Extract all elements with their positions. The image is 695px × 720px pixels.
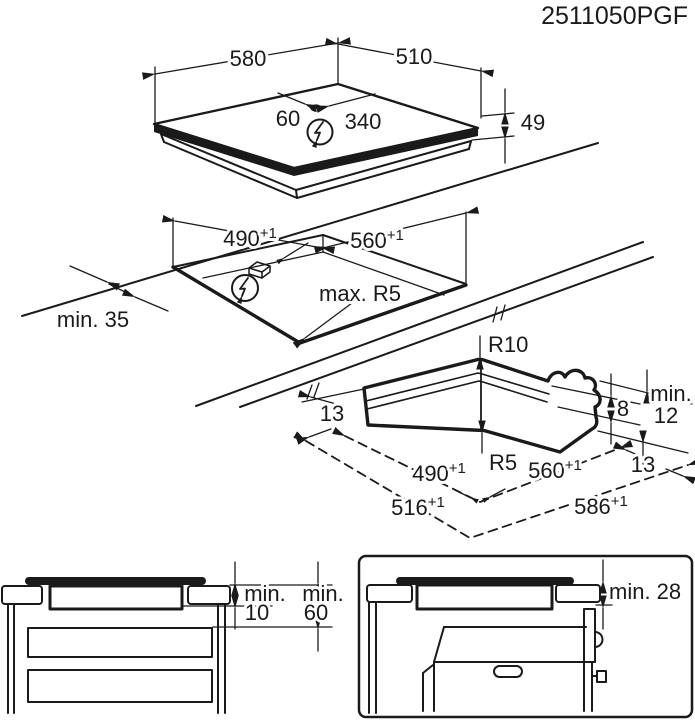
junction-box bbox=[248, 261, 271, 279]
dim-line-580 bbox=[141, 37, 352, 80]
dim-line-60 bbox=[277, 92, 319, 113]
dim-arrow-valley-b bbox=[482, 488, 506, 503]
dim-min12-word: min. bbox=[650, 381, 692, 406]
dim-arrow-valley-a bbox=[454, 489, 480, 504]
dim-line-560 bbox=[313, 206, 480, 254]
cabinet-right-panel bbox=[583, 608, 596, 663]
worktop-front-edge bbox=[195, 241, 644, 407]
oven bbox=[422, 608, 607, 712]
hob-glass-profile bbox=[25, 577, 206, 585]
dim-49: 49 bbox=[521, 110, 545, 135]
worktop-left bbox=[366, 584, 413, 603]
dim-line-490 bbox=[161, 214, 336, 255]
connection-point bbox=[310, 104, 322, 112]
power-connection-icon bbox=[231, 274, 259, 305]
hob-body bbox=[160, 133, 472, 199]
dim-586: 586+1 bbox=[574, 493, 628, 519]
worktop-right bbox=[555, 584, 601, 603]
dim-max-r5: max. R5 bbox=[319, 281, 401, 306]
dim-min60-word: min. bbox=[302, 581, 344, 606]
dim-510: 510 bbox=[396, 44, 433, 69]
dim-13-left: 13 bbox=[320, 401, 344, 426]
cabinet-left-wall bbox=[368, 601, 377, 714]
hob-glass-top bbox=[152, 82, 480, 170]
frame-corner-view bbox=[293, 335, 695, 539]
dim-490: 490+1 bbox=[223, 225, 277, 251]
dim-arrow-13l-a bbox=[297, 389, 337, 405]
view-frame bbox=[357, 554, 694, 719]
break-mark bbox=[313, 382, 320, 398]
dim-516: 516+1 bbox=[391, 494, 445, 520]
dim-580: 580 bbox=[230, 46, 267, 71]
dim-490-frame: 490+1 bbox=[412, 460, 466, 486]
hinge-bump bbox=[594, 631, 604, 648]
worktop-front-edge-lower bbox=[239, 256, 654, 408]
ext-line bbox=[471, 135, 515, 141]
dim-arrow-13l-b bbox=[295, 428, 332, 445]
cabinet-clearance-view bbox=[1, 561, 333, 714]
hob-body-profile bbox=[48, 584, 184, 611]
break-mark bbox=[492, 306, 498, 323]
ext-line bbox=[557, 406, 641, 426]
ext-line bbox=[301, 388, 365, 403]
frame-end-face bbox=[365, 400, 368, 410]
document-number: 2511050PGF bbox=[541, 2, 688, 30]
dim-min60-value: 60 bbox=[304, 600, 328, 625]
dim-min-35: min. 35 bbox=[57, 307, 129, 332]
ext-line bbox=[551, 385, 641, 405]
dim-min-28: min. 28 bbox=[609, 579, 681, 604]
worktop-right bbox=[187, 585, 231, 605]
hob-glass-edge bbox=[154, 124, 478, 176]
dim-r5: R5 bbox=[489, 450, 517, 475]
worktop-cutout-view bbox=[21, 142, 654, 408]
oven-clearance-view bbox=[357, 554, 694, 719]
frame-step-line bbox=[366, 380, 548, 410]
dim-arrow-13r-b bbox=[665, 468, 695, 485]
dim-line-510 bbox=[324, 37, 495, 78]
dim-340: 340 bbox=[345, 109, 382, 134]
break-mark bbox=[500, 304, 506, 321]
dim-60: 60 bbox=[276, 106, 300, 131]
dim-min10-word: min. bbox=[244, 581, 286, 606]
drawer-front-2 bbox=[27, 669, 213, 703]
ext-line bbox=[481, 112, 515, 117]
dim-560-frame: 560+1 bbox=[528, 457, 582, 483]
frame-step-line bbox=[365, 372, 550, 402]
dim-r10: R10 bbox=[488, 332, 528, 357]
dim-arrow-min35-a bbox=[69, 265, 121, 291]
frame-corner-piece bbox=[362, 357, 602, 454]
drawer-front-1 bbox=[27, 627, 213, 658]
dim-13-right: 13 bbox=[631, 452, 655, 477]
hob-isometric-view bbox=[141, 37, 515, 199]
dim-8: 8 bbox=[617, 396, 629, 421]
dim-min10-value: 10 bbox=[245, 600, 269, 625]
cabinet-walls bbox=[7, 603, 226, 714]
dim-min12-value: 12 bbox=[654, 403, 678, 428]
hob-body-profile bbox=[415, 583, 554, 611]
dim-560: 560+1 bbox=[350, 227, 404, 253]
oven-knob bbox=[596, 670, 607, 683]
dim-dashed-outer bbox=[293, 431, 695, 539]
dim-line-340 bbox=[315, 93, 376, 113]
dim-arrow-13r-a bbox=[612, 441, 641, 457]
oven-handle bbox=[493, 665, 523, 678]
worktop-left bbox=[1, 585, 43, 605]
leader-max-r5 bbox=[292, 302, 353, 349]
labels: 2511050PGF 580 510 60 340 49 490+1 560+1… bbox=[54, 0, 695, 628]
hob-glass-profile bbox=[396, 577, 574, 585]
dim-arrow-min35-b bbox=[121, 288, 169, 312]
power-connection-icon bbox=[306, 118, 334, 149]
